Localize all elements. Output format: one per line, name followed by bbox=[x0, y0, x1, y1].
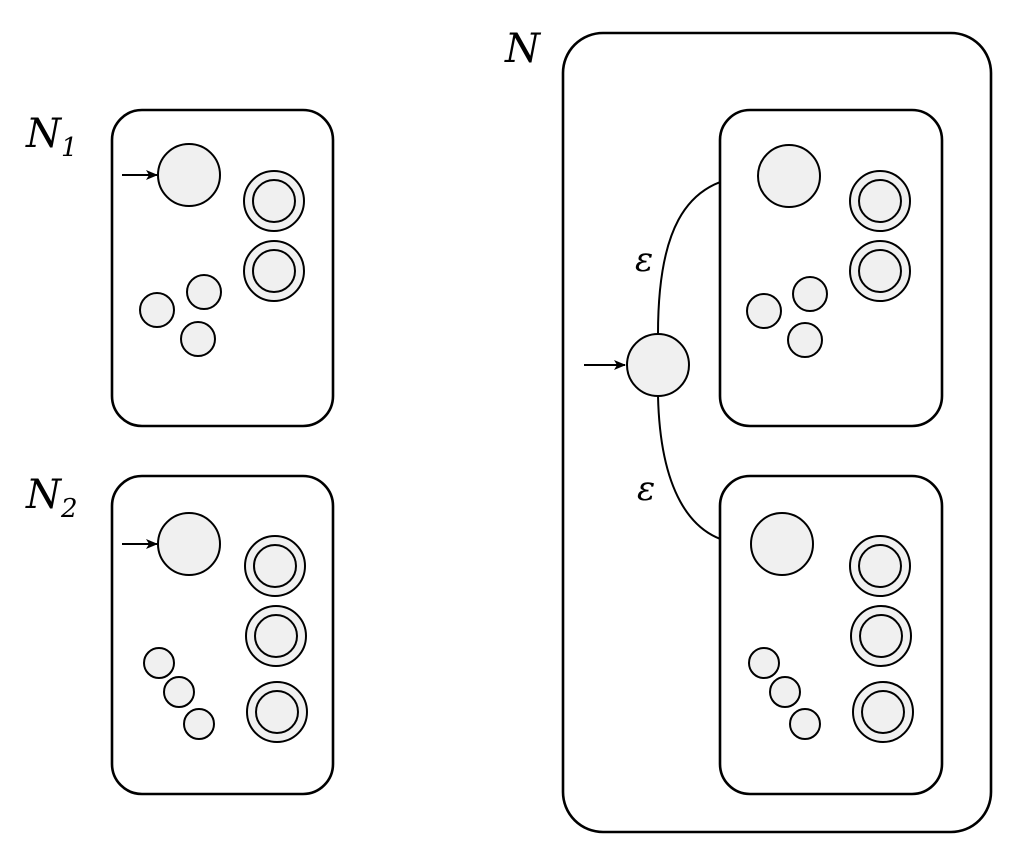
n-embedded-n1 bbox=[718, 108, 944, 428]
n2-copy-state-small-1 bbox=[748, 647, 780, 679]
n1-start-state bbox=[157, 143, 221, 207]
n1-accept-state-2 bbox=[243, 240, 305, 302]
n1-state-small-3 bbox=[180, 321, 216, 357]
automaton-n2: N2 bbox=[25, 472, 335, 796]
n2-copy-accept-state-2 bbox=[850, 605, 912, 667]
n2-copy-start-state bbox=[750, 512, 814, 576]
n1-copy-state-small-1 bbox=[746, 293, 782, 329]
n2-accept-state-3 bbox=[246, 681, 308, 743]
automaton-n: N ε ε bbox=[504, 26, 993, 834]
n2-state-small-3 bbox=[183, 708, 215, 740]
n1-copy-state-small-3 bbox=[787, 322, 823, 358]
n1-accept-state-1 bbox=[243, 170, 305, 232]
n-label: N bbox=[504, 26, 542, 72]
n1-copy-state-small-2 bbox=[792, 276, 828, 312]
automaton-n1: N1 bbox=[25, 108, 335, 428]
n2-copy-state-small-3 bbox=[789, 708, 821, 740]
n1-copy-start-state bbox=[757, 144, 821, 208]
epsilon-label-bottom: ε bbox=[637, 469, 655, 509]
n1-state-small-1 bbox=[139, 292, 175, 328]
epsilon-label-top: ε bbox=[635, 240, 653, 280]
n1-label: N1 bbox=[25, 111, 78, 163]
n-embedded-n2 bbox=[718, 474, 944, 796]
n2-accept-state-1 bbox=[244, 535, 306, 597]
n2-copy-accept-state-1 bbox=[849, 535, 911, 597]
n2-state-small-2 bbox=[163, 676, 195, 708]
n1-state-small-2 bbox=[186, 274, 222, 310]
n2-accept-state-2 bbox=[245, 605, 307, 667]
n2-copy-state-small-2 bbox=[769, 676, 801, 708]
n2-state-small-1 bbox=[143, 647, 175, 679]
n1-copy-accept-state-2 bbox=[849, 240, 911, 302]
n-new-start-state bbox=[626, 333, 690, 397]
n1-copy-accept-state-1 bbox=[849, 170, 911, 232]
n2-copy-accept-state-3 bbox=[852, 681, 914, 743]
n2-label: N2 bbox=[25, 472, 78, 524]
n2-start-state bbox=[157, 512, 221, 576]
